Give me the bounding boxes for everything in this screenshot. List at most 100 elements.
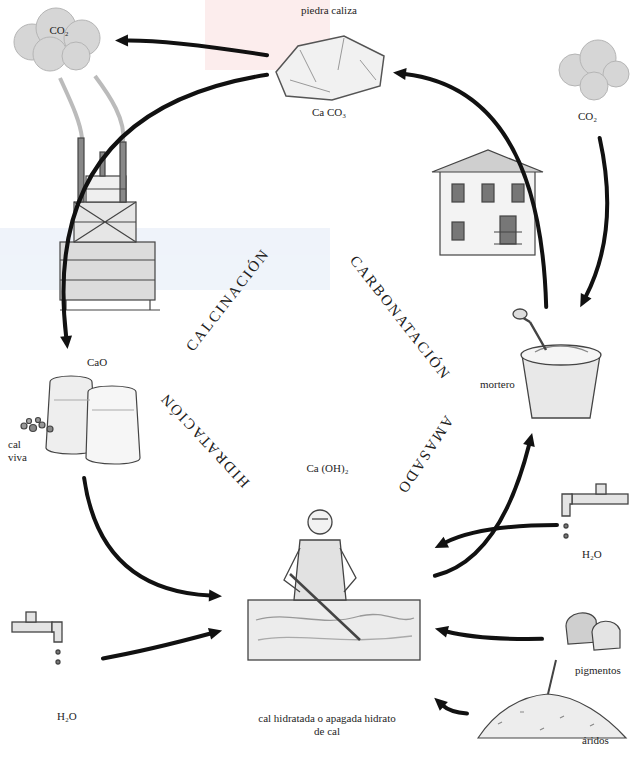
worker-slaking-lime	[284, 548, 356, 592]
cycle-arrow	[393, 68, 546, 307]
node-label: H₂O	[582, 548, 602, 561]
water-tap	[56, 660, 60, 664]
stage-name: CARBONATACIÓN	[346, 252, 454, 383]
worker-slaking-lime	[248, 600, 420, 660]
smoke-cloud	[62, 42, 90, 70]
aggregate-pile	[548, 660, 556, 694]
limestone-rock	[276, 36, 384, 100]
quicklime-sacks	[21, 376, 140, 464]
house	[512, 184, 524, 202]
limestone-rock	[276, 36, 384, 100]
arrow-head	[434, 698, 448, 711]
mortar-node: mortero	[478, 310, 618, 430]
lime-kiln	[60, 76, 160, 310]
lime-kiln	[60, 242, 155, 300]
arrow-line	[103, 634, 211, 659]
house	[440, 170, 535, 255]
node-label: CaO	[87, 356, 107, 369]
aggregate-pile	[498, 712, 594, 730]
slaked-lime-node: Ca (OH)₂cal hidratada o apagada hidrato …	[225, 458, 432, 745]
quicklime-node: CaO cal viva	[5, 352, 145, 475]
node-label: CO₂	[8, 24, 110, 37]
mortar-bucket	[521, 345, 601, 365]
node-label: pigmentos	[575, 664, 621, 677]
aggregate-node: áridos	[470, 690, 630, 752]
arrow-head	[393, 68, 407, 80]
arrow-head	[523, 433, 535, 447]
mortar-bucket	[513, 309, 527, 319]
cycle-arrow	[434, 698, 467, 714]
water-tap	[564, 534, 568, 538]
arrow-line	[127, 40, 267, 55]
water-tap	[56, 650, 60, 654]
cycle-arrow	[84, 478, 222, 602]
arrow-head	[580, 293, 591, 307]
mortar-bucket	[513, 309, 601, 418]
cycle-arrow	[435, 626, 542, 639]
worker-slaking-lime	[258, 636, 412, 640]
worker-slaking-lime	[308, 510, 332, 534]
arrow-line	[443, 706, 467, 714]
house	[494, 232, 522, 244]
water-node: H₂O	[560, 480, 630, 570]
node-caption: Ca CO₃	[270, 106, 388, 119]
arrow-head	[209, 589, 222, 601]
quicklime-sacks	[54, 400, 134, 410]
pigment-bags	[566, 613, 620, 650]
stage-name: HIDRATACIÓN	[157, 389, 254, 491]
arrow-head	[435, 537, 449, 548]
cycle-arrow	[115, 34, 267, 55]
arrow-head	[435, 626, 449, 638]
aggregate-pile	[478, 694, 626, 738]
quicklime-sacks	[30, 425, 37, 432]
co2-cloud: CO₂	[545, 40, 632, 135]
pigment-node: pigmentos	[545, 592, 630, 684]
lime-kiln	[60, 300, 160, 310]
house	[500, 216, 516, 244]
worker-slaking-lime	[312, 518, 328, 519]
node-label: áridos	[582, 734, 609, 747]
watermark	[0, 228, 330, 290]
arrow-head	[60, 335, 72, 349]
cycle-arrow	[435, 433, 535, 576]
node-label: piedra caliza	[270, 4, 388, 17]
water-tap	[52, 622, 62, 642]
node-caption: cal viva	[8, 438, 40, 464]
cycle-arrow	[435, 525, 557, 548]
arrow-line	[84, 478, 210, 596]
stage-name: CALCINACIÓN	[183, 245, 274, 354]
house	[452, 184, 464, 202]
water-tap	[26, 612, 36, 622]
watermark	[0, 0, 330, 290]
arrow-line	[435, 445, 529, 576]
water-tap	[562, 494, 572, 516]
lime-kiln	[60, 76, 123, 142]
smoke-cloud	[580, 72, 608, 100]
water-node: H₂O	[5, 600, 100, 735]
aggregate-pile	[478, 660, 626, 738]
worker-slaking-lime	[248, 510, 420, 660]
arrow-head	[115, 34, 128, 46]
house	[482, 184, 494, 202]
worker-slaking-lime	[290, 574, 360, 640]
pigment-bags	[592, 621, 620, 650]
quicklime-sacks	[86, 386, 140, 464]
arrow-line	[447, 631, 542, 638]
water-tap	[572, 494, 628, 504]
quicklime-sacks	[47, 426, 53, 432]
worker-slaking-lime	[294, 540, 346, 600]
arrow-line	[405, 74, 546, 307]
quicklime-sacks	[27, 419, 32, 424]
quicklime-sacks	[39, 422, 45, 428]
node-label: CO₂	[545, 110, 630, 123]
lime-kiln	[120, 142, 126, 202]
water-tap	[596, 484, 606, 494]
arrow-line	[586, 138, 608, 297]
quicklime-sacks	[36, 418, 41, 423]
water-tap	[12, 484, 628, 664]
cycle-arrow	[103, 628, 222, 658]
lime-kiln	[60, 189, 155, 280]
mortar-bucket	[520, 316, 546, 350]
arrow-line	[445, 525, 557, 542]
